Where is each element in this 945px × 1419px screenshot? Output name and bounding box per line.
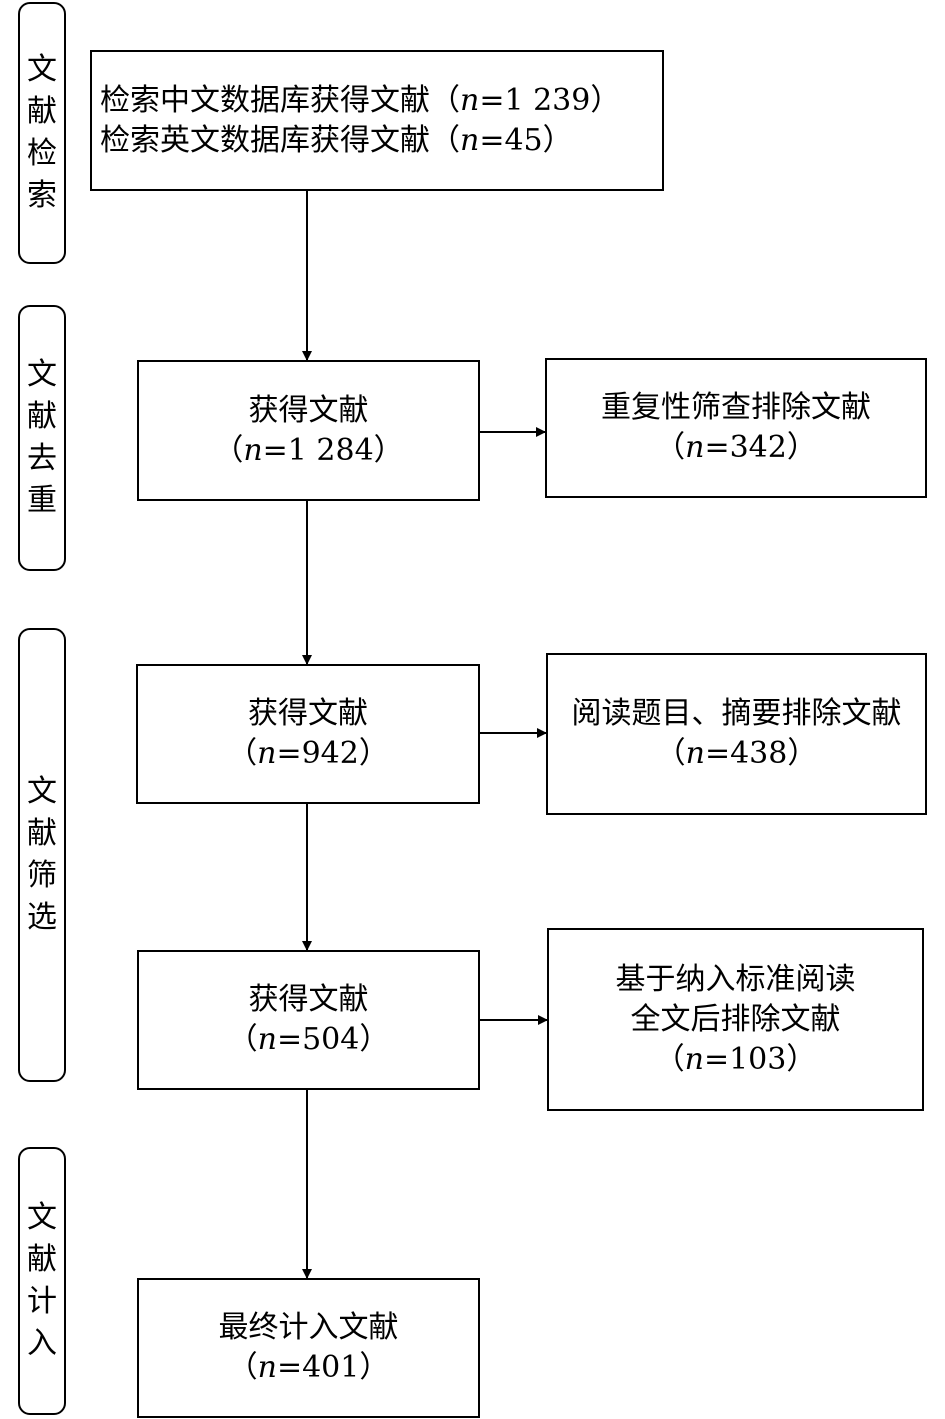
search-box: 检索中文数据库获得文献（n=1 239） 检索英文数据库获得文献（n=45） — [90, 50, 664, 191]
stage-char: 检 — [27, 136, 57, 171]
box-title: 获得文献 — [248, 392, 369, 428]
box-count: （n=401） — [227, 1350, 390, 1385]
box-count: （n=942） — [227, 736, 389, 771]
obtained-box-3: 获得文献 （n=504） — [137, 950, 480, 1090]
search-line-english: 检索英文数据库获得文献（n=45） — [100, 122, 573, 158]
box-count: （n=103） — [654, 1041, 817, 1077]
obtained-box-1: 获得文献 （n=1 284） — [137, 360, 480, 501]
box-title: 获得文献 — [248, 982, 369, 1017]
stage-label-inclusion: 文 献 计 入 — [18, 1147, 66, 1415]
stage-char: 选 — [27, 900, 57, 935]
final-included-box: 最终计入文献 （n=401） — [137, 1278, 480, 1418]
obtained-box-2: 获得文献 （n=942） — [136, 664, 480, 804]
stage-char: 计 — [27, 1284, 57, 1319]
excluded-box-full-text: 基于纳入标准阅读 全文后排除文献 （n=103） — [547, 928, 924, 1111]
box-title: 获得文献 — [248, 696, 368, 731]
stage-char: 文 — [27, 52, 57, 87]
stage-char: 献 — [27, 816, 57, 851]
stage-char: 筛 — [27, 858, 57, 893]
stage-label-retrieval: 文 献 检 索 — [18, 2, 66, 264]
box-count: （n=504） — [227, 1022, 390, 1057]
stage-label-dedup: 文 献 去 重 — [18, 305, 66, 571]
box-title-line2: 全文后排除文献 — [630, 1001, 841, 1037]
stage-char: 文 — [27, 357, 57, 392]
box-count: （n=438） — [655, 736, 818, 771]
excluded-box-title-abstract: 阅读题目、摘要排除文献 （n=438） — [546, 653, 927, 815]
excluded-box-duplicates: 重复性筛查排除文献 （n=342） — [545, 358, 927, 498]
box-title-line1: 基于纳入标准阅读 — [615, 961, 856, 997]
stage-char: 文 — [27, 1200, 57, 1235]
stage-char: 去 — [27, 441, 57, 476]
box-title: 阅读题目、摘要排除文献 — [571, 696, 902, 731]
box-count: （n=342） — [655, 430, 817, 465]
box-count: （n=1 284） — [213, 432, 404, 468]
stage-char: 索 — [27, 178, 57, 213]
stage-char: 入 — [27, 1326, 57, 1361]
stage-char: 献 — [27, 399, 57, 434]
box-title: 重复性筛查排除文献 — [601, 390, 871, 425]
stage-char: 文 — [27, 774, 57, 809]
stage-char: 重 — [27, 483, 57, 518]
stage-char: 献 — [27, 94, 57, 129]
box-title: 最终计入文献 — [218, 1310, 399, 1345]
stage-label-screening: 文 献 筛 选 — [18, 628, 66, 1082]
search-line-chinese: 检索中文数据库获得文献（n=1 239） — [100, 82, 621, 118]
stage-char: 献 — [27, 1242, 57, 1277]
